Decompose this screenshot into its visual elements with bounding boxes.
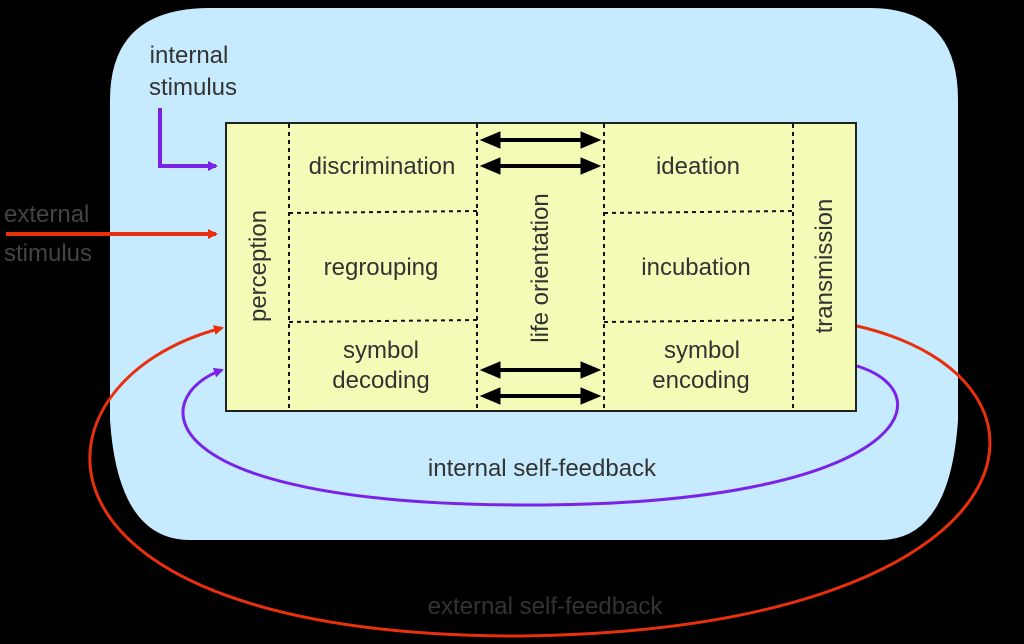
internal-stimulus-arrow: [158, 108, 218, 171]
transmission-label: transmission: [811, 199, 838, 334]
internal-feedback-loop: [181, 364, 900, 507]
double-arrow-icon: [479, 361, 602, 379]
internal-feedback-label: internal self-feedback: [428, 455, 657, 482]
double-arrow-icon: [479, 131, 602, 149]
internal-stimulus-label-2: stimulus: [149, 74, 237, 101]
symbol-encoding-label: symbol: [664, 337, 740, 364]
ideation-label: ideation: [656, 153, 740, 180]
life-orientation-label: life orientation: [527, 193, 554, 342]
external-stimulus-label-2: stimulus: [4, 240, 92, 267]
process-box: [225, 122, 857, 412]
symbol-encoding-label-2: encoding: [652, 367, 749, 394]
double-arrow-icon: [479, 387, 602, 405]
symbol-decoding-label: symbol: [343, 337, 419, 364]
external-stimulus-label: external: [4, 201, 89, 228]
symbol-decoding-label-2: decoding: [332, 367, 429, 394]
perception-label: perception: [245, 210, 272, 322]
double-arrows: [479, 131, 602, 405]
double-arrow-icon: [479, 157, 602, 175]
regrouping-label: regrouping: [324, 254, 439, 281]
discrimination-label: discrimination: [309, 153, 456, 180]
internal-stimulus-label: internal: [150, 42, 229, 69]
incubation-label: incubation: [641, 254, 750, 281]
external-feedback-loop: [88, 324, 992, 638]
external-feedback-label: external self-feedback: [428, 593, 664, 620]
